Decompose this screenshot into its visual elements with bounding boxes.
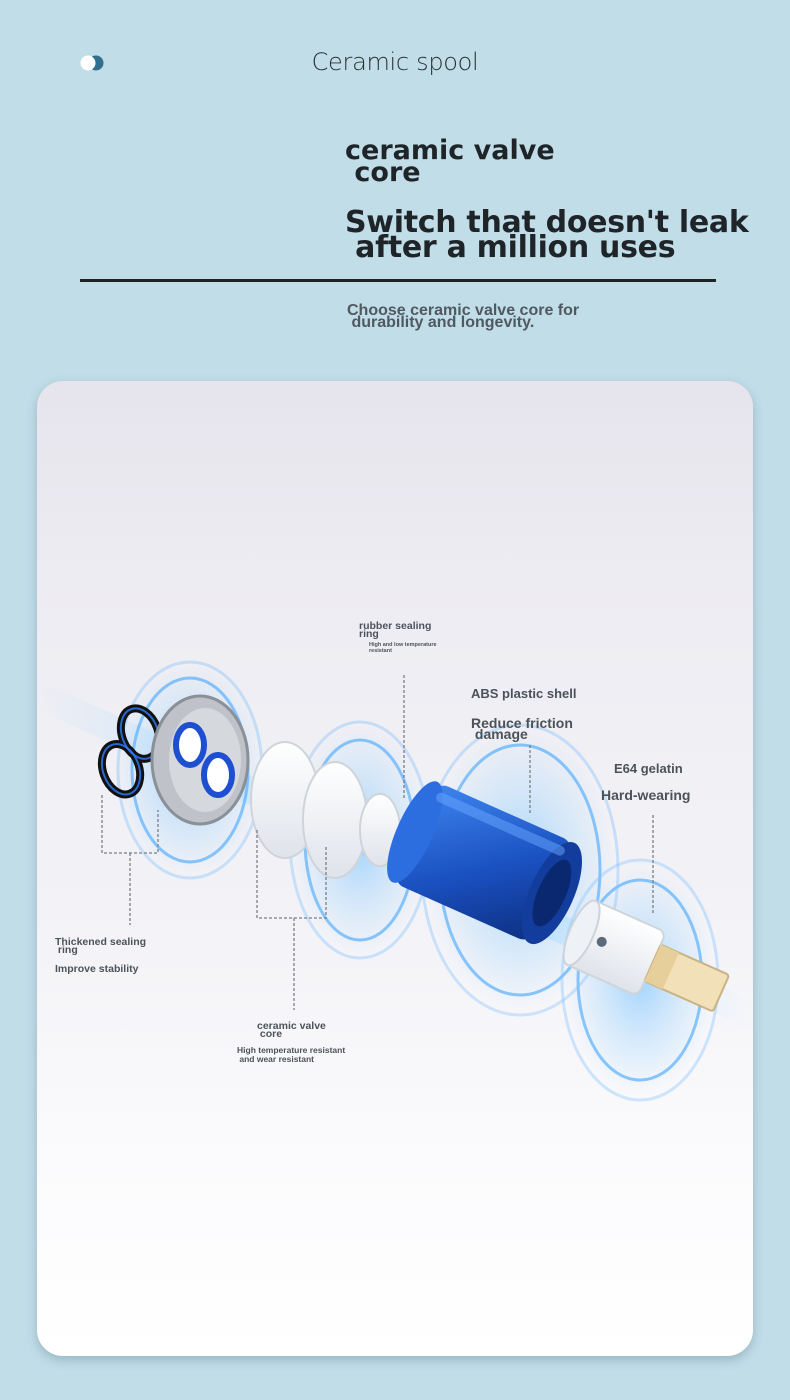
callout-e64-note: Hard-wearing: [601, 787, 691, 803]
toggle-icon: [80, 55, 104, 71]
callout-abs-shell-title: ABS plastic shell: [471, 686, 577, 701]
callout-abs-shell-note: Reduce friction damage: [471, 715, 573, 742]
callout-thickened-ring-note: Improve stability: [55, 963, 139, 975]
divider: [80, 279, 716, 282]
callout-thickened-ring-title: Thickened sealing ring: [55, 936, 147, 957]
callout-ceramic-core-title: ceramic valve core: [257, 1020, 326, 1041]
headline-secondary: Switch that doesn't leak after a million…: [345, 205, 749, 265]
subtitle: Choose ceramic valve core for durability…: [347, 302, 580, 332]
callout-rubber-ring-note: High and low temperature resistant: [369, 642, 437, 654]
callout-rubber-ring-title: rubber sealing ring: [359, 620, 432, 641]
callout-ceramic-core-note: High temperature resistant and wear resi…: [237, 1045, 346, 1064]
page-title: Ceramic spool: [311, 48, 479, 76]
headline-primary: ceramic valve core: [345, 135, 555, 189]
callout-e64-title: E64 gelatin: [614, 761, 683, 776]
